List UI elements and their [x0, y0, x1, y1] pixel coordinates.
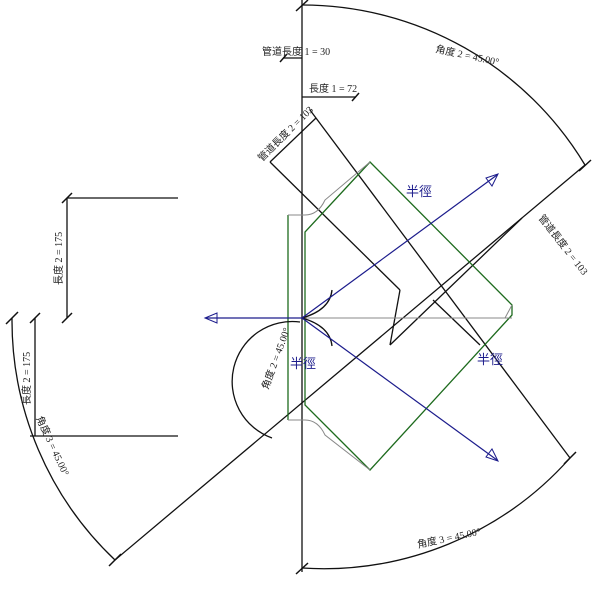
angle-3-label[interactable]: 角度 3 = 45.00°	[33, 414, 72, 478]
pipe-length-2-label[interactable]: 管道長度 2 = 103	[536, 212, 591, 278]
arrow-head-icon	[485, 173, 499, 187]
length-1-label[interactable]: 長度 1 = 72	[309, 82, 357, 95]
radius-label[interactable]: 半徑	[290, 356, 316, 371]
tick	[295, 0, 309, 12]
radius-label[interactable]: 半徑	[477, 352, 503, 367]
arrow-head-icon	[203, 312, 218, 324]
pipe-length-1-label[interactable]: 管道長度 1 = 30	[262, 45, 330, 58]
radius-arrow-up[interactable]	[301, 174, 498, 319]
radius-curve	[301, 317, 333, 347]
diagonal-dimension-line	[309, 109, 571, 459]
guide-line	[504, 304, 513, 319]
tick	[351, 92, 360, 102]
radius-curve	[301, 289, 333, 319]
angle-3-label[interactable]: 角度 3 = 45.00°	[416, 525, 482, 551]
angle-2-arc[interactable]	[301, 4, 586, 166]
tick	[61, 312, 73, 324]
angle-3-arc[interactable]	[301, 457, 571, 570]
diagonal-dimension-line	[114, 164, 586, 561]
angle-2-small-arc[interactable]	[231, 320, 301, 439]
pipe-length-2-label[interactable]: 管道長度 2 = 103	[255, 103, 316, 164]
pipe-length-2-line	[269, 117, 317, 163]
guide-line	[288, 161, 371, 216]
tick	[29, 312, 41, 324]
tick	[295, 562, 309, 575]
angle-3-left-arc[interactable]	[11, 317, 116, 561]
pipe-body[interactable]	[304, 161, 513, 471]
radius-arrow-down[interactable]	[301, 317, 498, 461]
length-2-label[interactable]: 長度 2 = 175	[52, 232, 65, 285]
arrow-head-icon	[485, 448, 499, 462]
tick	[279, 53, 288, 63]
guide-line	[288, 419, 371, 471]
extension-line	[432, 299, 481, 346]
tick	[5, 311, 19, 325]
angle-2-label[interactable]: 角度 2 = 45.00°	[434, 42, 500, 68]
extension-line	[389, 217, 523, 346]
tick	[61, 192, 73, 204]
extension-line	[269, 161, 401, 291]
length-2-label[interactable]: 長度 2 = 175	[20, 352, 33, 405]
radius-label[interactable]: 半徑	[406, 184, 432, 199]
